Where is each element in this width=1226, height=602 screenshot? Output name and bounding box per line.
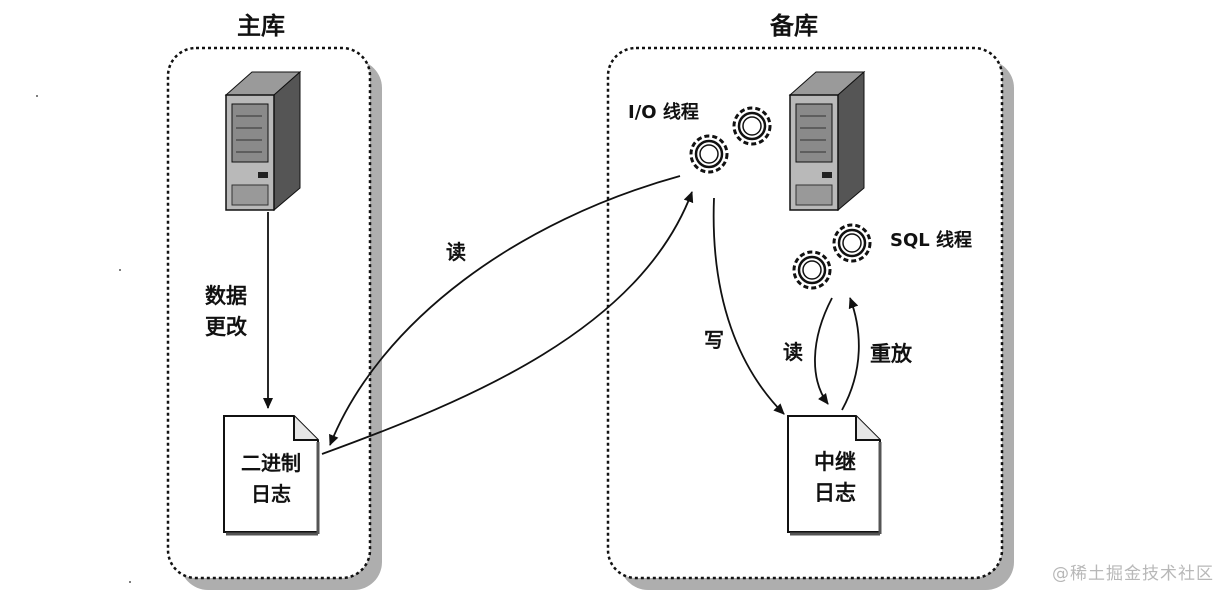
master-title: 主库 (237, 12, 285, 40)
binlog-line-1: 二进制 (241, 451, 301, 475)
relay-log-label: 中继 日志 (790, 447, 880, 509)
relay-log-document-icon (787, 415, 882, 536)
slave-title: 备库 (770, 12, 818, 40)
data-change-label: 数据 更改 (205, 281, 247, 343)
read-relay-label: 读 (783, 340, 803, 364)
binlog-to-io-arrow (321, 191, 694, 455)
data-change-line-1: 数据 (205, 284, 247, 308)
write-relay-label: 写 (704, 328, 724, 352)
sql-read-relay-arrow (814, 297, 833, 405)
sql-thread-label: SQL 线程 (890, 230, 973, 251)
arrows (263, 175, 860, 455)
sql-replay-arrow (841, 297, 860, 411)
scan-noise (36, 95, 131, 583)
slave-server-icon (788, 70, 866, 212)
master-server-icon (224, 70, 302, 212)
binlog-line-2: 日志 (251, 482, 291, 506)
binlog-label: 二进制 日志 (226, 448, 316, 510)
binlog-document-icon (223, 415, 320, 536)
io-thread-label: I/O 线程 (628, 102, 699, 123)
watermark: @稀土掘金技术社区 (1052, 564, 1214, 584)
relay-log-line-2: 日志 (814, 481, 856, 505)
replay-label: 重放 (870, 342, 912, 366)
slave-group (606, 46, 1014, 590)
data-change-line-2: 更改 (205, 315, 247, 339)
read-binlog-label: 读 (446, 240, 466, 264)
io-write-relay-arrow (712, 197, 785, 415)
relay-log-line-1: 中继 (814, 450, 856, 474)
io-read-binlog-arrow (329, 175, 681, 446)
